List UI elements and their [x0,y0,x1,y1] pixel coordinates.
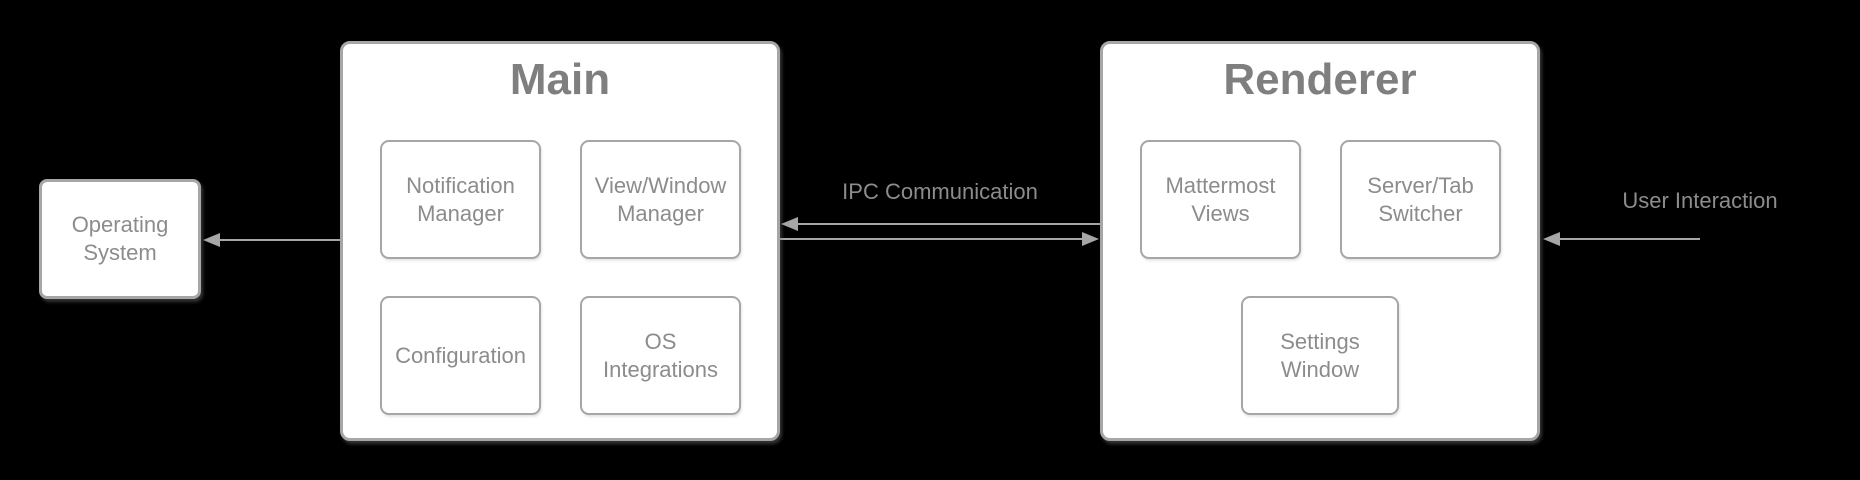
arrow-main-to-renderer [780,232,1099,246]
container-main-title: Main [509,55,611,104]
node-mattermost-views-label: Mattermost Views [1165,172,1276,226]
node-operating-system: Operating System [39,179,201,299]
node-os-integrations-label: OS Integrations [603,328,718,382]
node-view-window-manager: View/Window Manager [580,140,741,259]
node-server-tab-switcher-label: Server/Tab Switcher [1367,172,1474,226]
arrow-renderer-to-main [781,217,1100,231]
node-operating-system-label: Operating System [71,212,169,265]
node-notification-manager-label: Notification Manager [406,172,515,226]
edge-label-ipc-communication: IPC Communication [842,179,1038,204]
arrow-user-to-renderer [1543,232,1700,246]
node-mattermost-views: Mattermost Views [1140,140,1301,259]
node-view-window-manager-label: View/Window Manager [594,172,727,226]
node-os-integrations: OS Integrations [580,296,741,415]
container-renderer: Renderer Mattermost Views Server/Tab Swi… [1100,41,1540,441]
container-renderer-title: Renderer [1223,55,1417,104]
node-notification-manager: Notification Manager [380,140,541,259]
node-server-tab-switcher: Server/Tab Switcher [1340,140,1501,259]
arrow-main-to-operating-system [203,233,340,247]
node-settings-window: Settings Window [1241,296,1399,415]
node-configuration: Configuration [380,296,541,415]
node-configuration-label: Configuration [395,342,526,368]
container-main: Main Notification Manager View/Window Ma… [340,41,780,441]
node-settings-window-label: Settings Window [1280,328,1360,382]
edge-label-user-interaction: User Interaction [1622,188,1778,213]
